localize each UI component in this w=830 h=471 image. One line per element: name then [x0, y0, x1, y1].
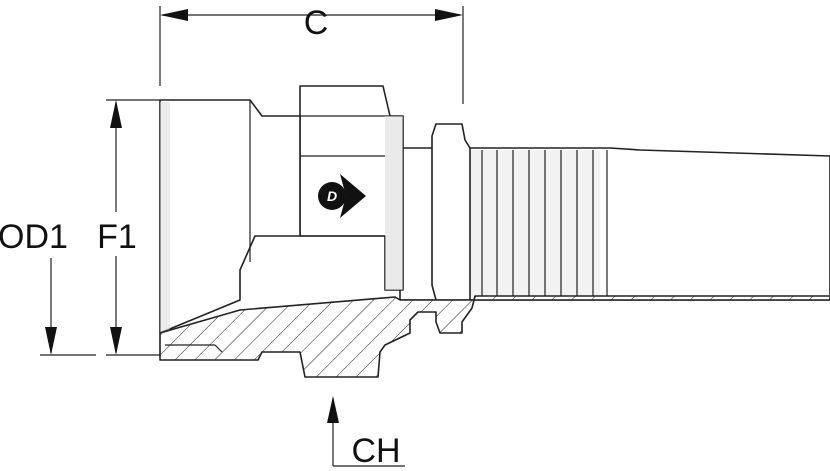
- section-inner-seat: [165, 344, 223, 353]
- dimension-c: C: [159, 4, 464, 104]
- dimension-od1: OD1: [0, 218, 96, 356]
- swivel-front-shade: [160, 102, 170, 332]
- ch-arrow: [327, 396, 339, 423]
- ch-label: CH: [351, 432, 400, 470]
- c-arrow-right: [435, 9, 463, 21]
- section-outline: [159, 295, 830, 378]
- tail-serrations: [481, 150, 608, 296]
- fitting-body: [159, 85, 830, 378]
- od1-arrow-bottom: [45, 327, 57, 355]
- c-arrow-left: [160, 9, 188, 21]
- tail-serration-zone: [470, 150, 600, 296]
- f1-label: F1: [97, 218, 137, 256]
- brand-logo-icon: D: [318, 174, 366, 218]
- dimension-ch: CH: [327, 396, 405, 470]
- c-label: C: [304, 4, 329, 42]
- od1-label: OD1: [0, 218, 68, 256]
- swivel-nut: [159, 99, 301, 334]
- dimension-f1: F1: [97, 99, 160, 356]
- f1-arrow-bottom: [110, 327, 122, 355]
- svg-text:D: D: [327, 188, 337, 204]
- tail-collar: [431, 123, 471, 301]
- hex-side-shade: [385, 116, 403, 290]
- f1-arrow-top: [110, 100, 122, 128]
